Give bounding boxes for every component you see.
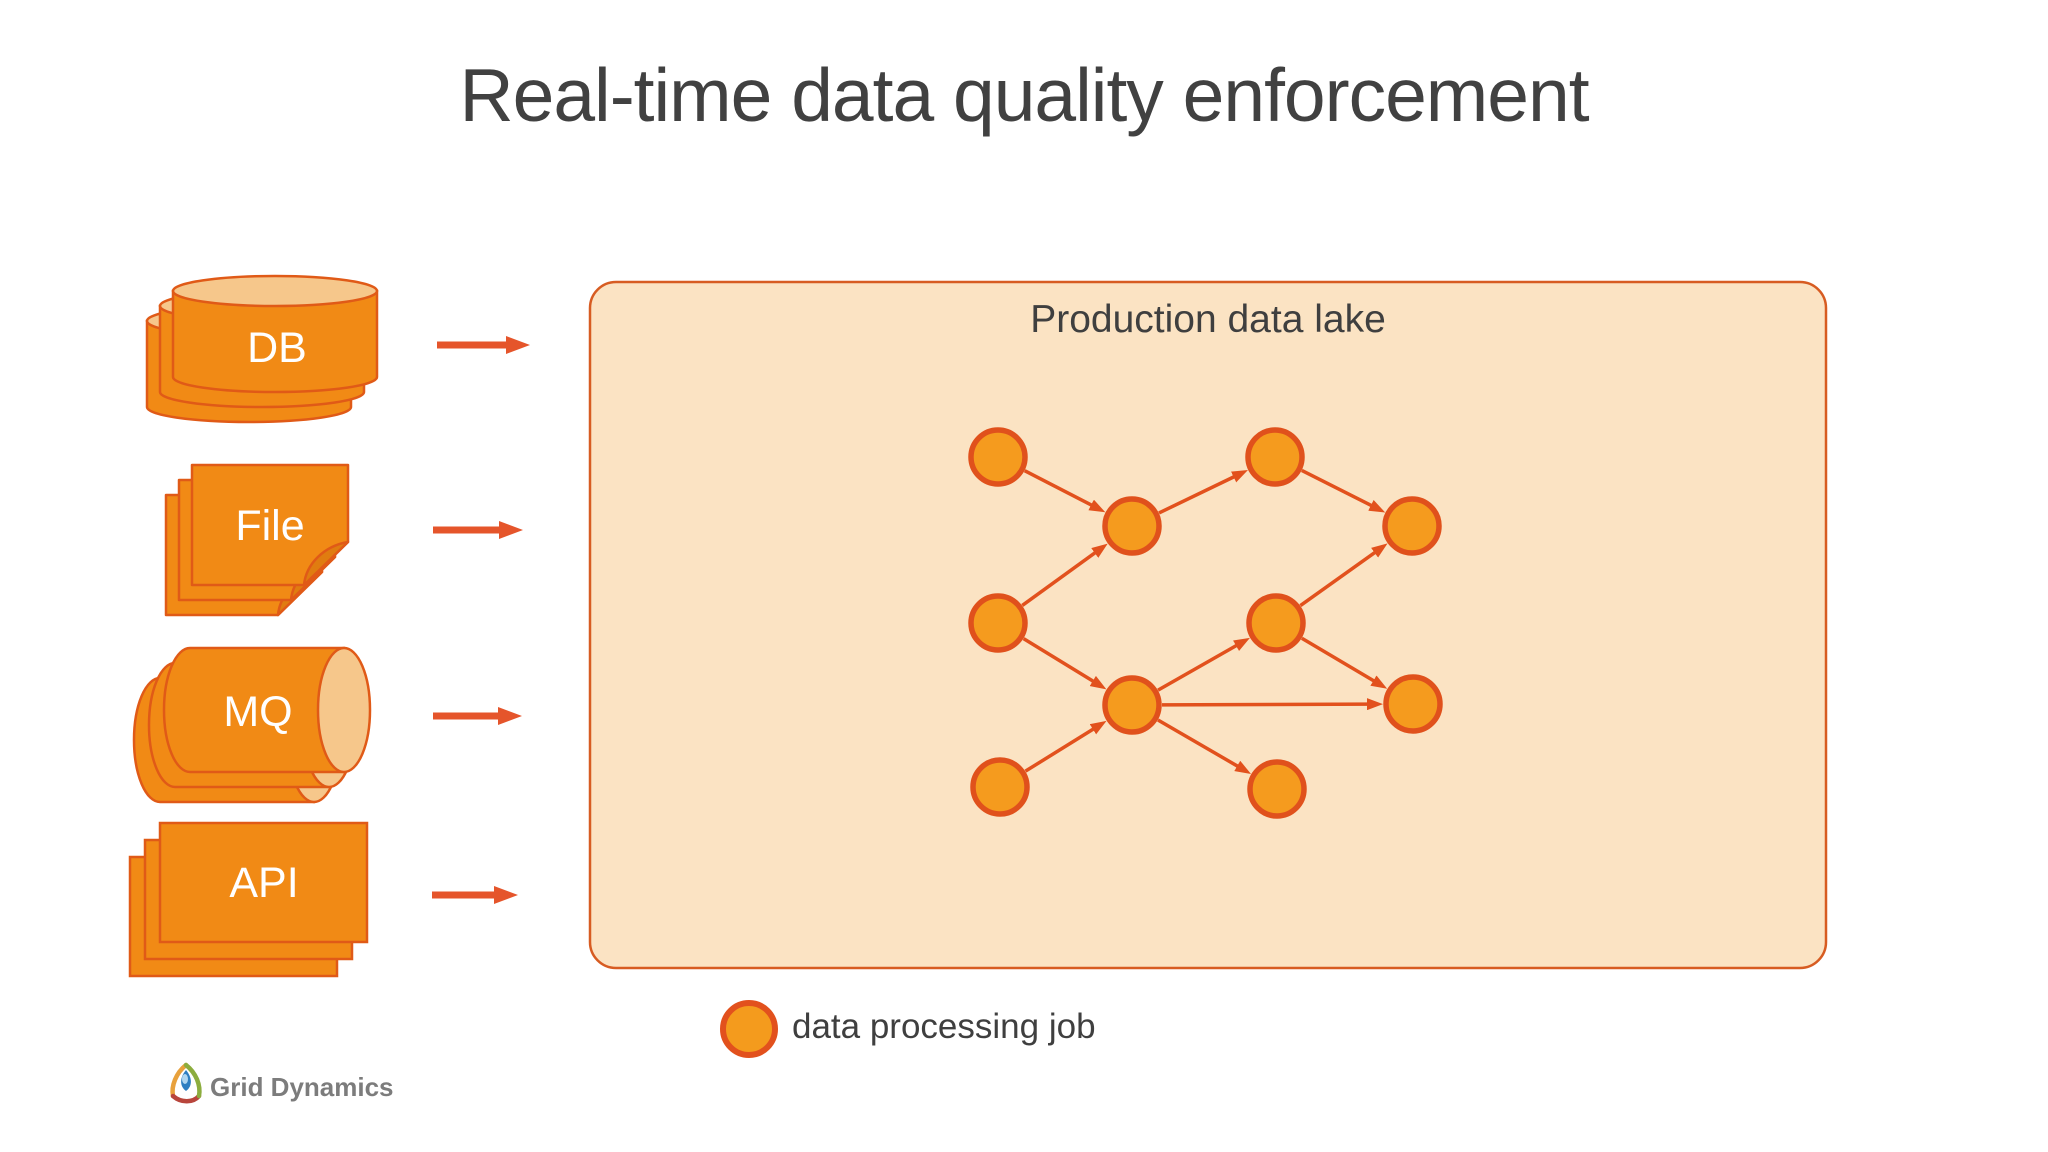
graph-edge-n3-n4 — [1301, 468, 1386, 513]
slide-title: Real-time data quality enforcement — [459, 53, 1589, 137]
graph-edge-n7-n6 — [1157, 637, 1250, 692]
legend-job-swatch — [720, 1000, 778, 1058]
data-lake-label: Production data lake — [1030, 298, 1386, 341]
graph-edge-n6-n4 — [1299, 543, 1388, 608]
graph-edge-n9-n7 — [1024, 720, 1107, 773]
processing-job-node-n2 — [1102, 496, 1162, 556]
db-cylinder-icon: DB — [145, 274, 379, 424]
grid-dynamics-logo-icon — [170, 1062, 202, 1104]
grid-dynamics-logo-text: Grid Dynamics — [210, 1072, 394, 1102]
source-api-label: API — [229, 859, 298, 907]
graph-edge-n7-n8 — [1161, 698, 1384, 711]
api-rectangle-icon: API — [128, 821, 369, 978]
data-lake-panel — [588, 280, 1828, 970]
graph-edge-n5-n2 — [1021, 543, 1108, 607]
graph-edge-n2-n3 — [1158, 470, 1248, 515]
legend-label: data processing job — [792, 1007, 1096, 1046]
processing-job-node-n1 — [968, 427, 1028, 487]
mq-queue-icon: MQ — [132, 646, 372, 804]
processing-job-node-n4 — [1382, 496, 1442, 556]
processing-job-node-n10 — [1247, 759, 1307, 819]
processing-job-node-n7 — [1102, 675, 1162, 735]
processing-job-node-n8 — [1383, 674, 1443, 734]
processing-job-node-n5 — [968, 593, 1028, 653]
processing-job-node-n3 — [1245, 427, 1305, 487]
graph-edge-n5-n7 — [1022, 637, 1107, 690]
processing-job-node-n6 — [1246, 593, 1306, 653]
graph-edge-n6-n8 — [1300, 636, 1388, 689]
source-file-label: File — [235, 502, 304, 550]
graph-edge-n7-n10 — [1157, 718, 1252, 774]
source-db-label: DB — [247, 324, 307, 372]
file-document-icon: File — [164, 463, 350, 617]
graph-edge-n1-n2 — [1023, 469, 1106, 513]
processing-job-node-n9 — [970, 757, 1030, 817]
source-mq-label: MQ — [223, 688, 292, 736]
